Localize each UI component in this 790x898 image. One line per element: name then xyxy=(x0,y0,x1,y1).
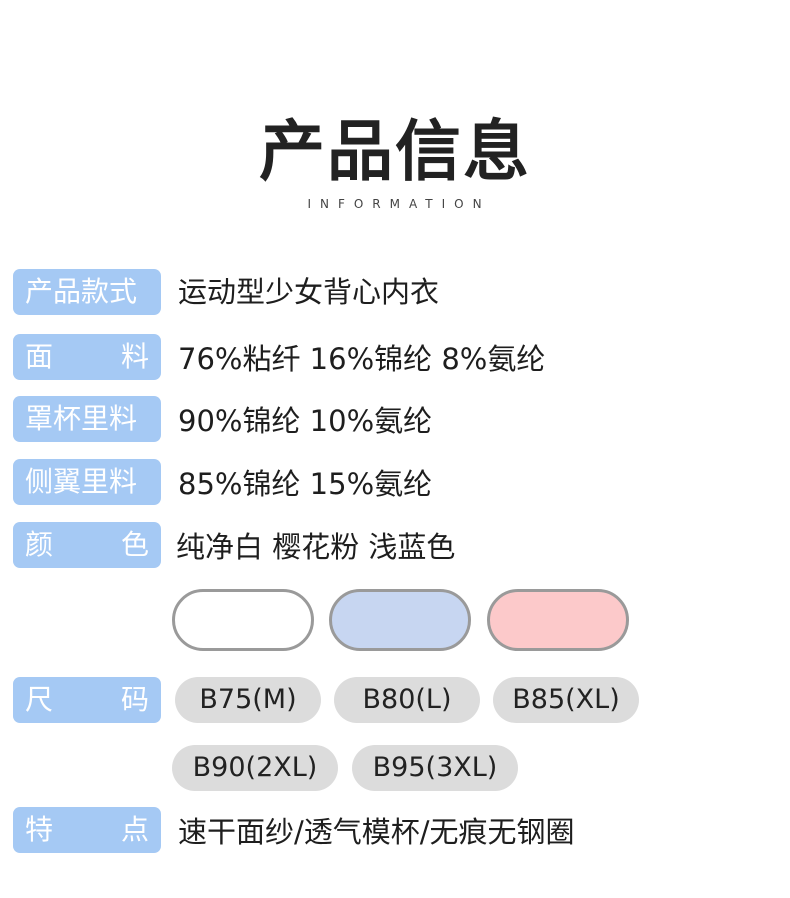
size-option[interactable]: B95(3XL) xyxy=(352,745,518,791)
label-side-lining: 侧翼里料 xyxy=(13,459,161,505)
value-feature: 速干面纱/透气模杯/无痕无钢圈 xyxy=(178,815,575,849)
value-side-lining: 85%锦纶 15%氨纶 xyxy=(178,467,433,501)
label-color-right: 色 xyxy=(120,528,149,561)
page-subtitle: INFORMATION xyxy=(307,197,491,211)
value-color: 纯净白 樱花粉 浅蓝色 xyxy=(176,530,456,564)
value-cup-lining: 90%锦纶 10%氨纶 xyxy=(178,404,433,438)
label-cup-lining: 罩杯里料 xyxy=(13,396,161,442)
color-swatch-pink[interactable] xyxy=(487,589,629,651)
color-swatch-blue[interactable] xyxy=(329,589,471,651)
size-option[interactable]: B90(2XL) xyxy=(172,745,338,791)
label-color: 颜 色 xyxy=(13,522,161,568)
label-style: 产品款式 xyxy=(13,269,161,315)
color-swatch-white[interactable] xyxy=(172,589,314,651)
page-title: 产品信息 xyxy=(259,113,531,190)
label-feature-right: 点 xyxy=(120,813,149,846)
value-fabric: 76%粘纤 16%锦纶 8%氨纶 xyxy=(178,342,546,376)
label-fabric-left: 面 xyxy=(25,340,54,373)
label-fabric-right: 料 xyxy=(120,340,149,373)
size-option[interactable]: B75(M) xyxy=(175,677,321,723)
label-fabric: 面 料 xyxy=(13,334,161,380)
label-size-left: 尺 xyxy=(25,683,54,716)
label-feature: 特 点 xyxy=(13,807,161,853)
size-option[interactable]: B85(XL) xyxy=(493,677,639,723)
label-size: 尺 码 xyxy=(13,677,161,723)
label-color-left: 颜 xyxy=(25,528,54,561)
size-option[interactable]: B80(L) xyxy=(334,677,480,723)
label-feature-left: 特 xyxy=(25,813,54,846)
label-size-right: 码 xyxy=(120,683,149,716)
value-style: 运动型少女背心内衣 xyxy=(178,275,440,309)
